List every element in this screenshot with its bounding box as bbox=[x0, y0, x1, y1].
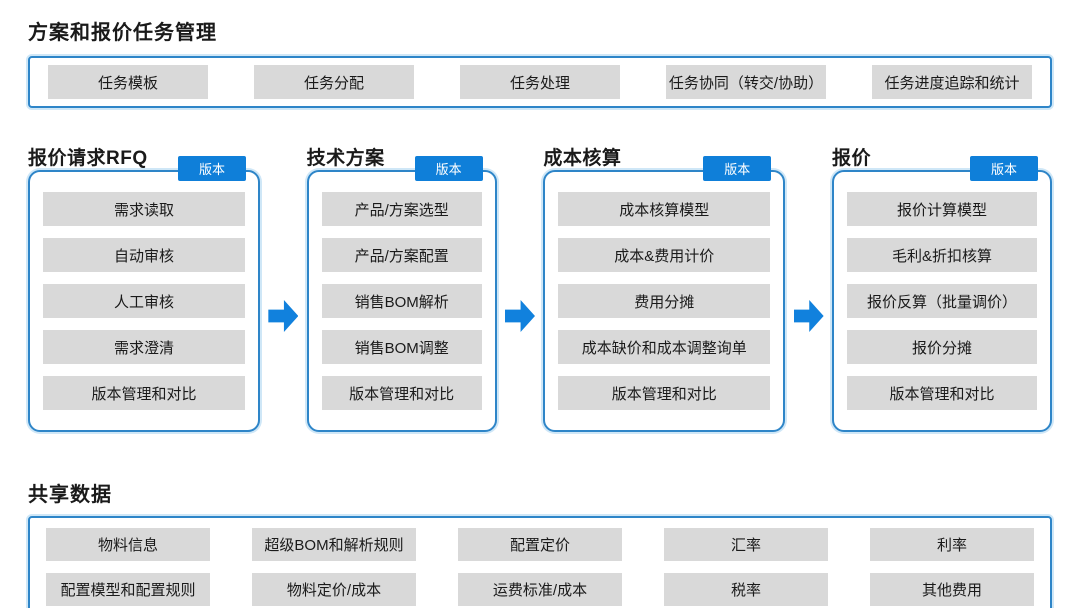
column-body: 报价计算模型 毛利&折扣核算 报价反算（批量调价） 报价分摊 版本管理和对比 bbox=[831, 170, 1052, 432]
task-management-container: 任务模板 任务分配 任务处理 任务协同（转交/协助） 任务进度追踪和统计 bbox=[28, 56, 1052, 108]
shared-data-item: 配置模型和配置规则 bbox=[46, 573, 210, 606]
feature-item: 销售BOM调整 bbox=[321, 330, 482, 364]
shared-data-item: 利率 bbox=[870, 528, 1034, 561]
column-technical-solution: 技术方案 版本 产品/方案选型 产品/方案配置 销售BOM解析 销售BOM调整 … bbox=[306, 140, 497, 432]
column-body: 成本核算模型 成本&费用计价 费用分摊 成本缺价和成本调整询单 版本管理和对比 bbox=[543, 170, 786, 432]
shared-data-item: 汇率 bbox=[664, 528, 828, 561]
task-item: 任务进度追踪和统计 bbox=[872, 65, 1032, 99]
column-header: 报价 版本 bbox=[831, 140, 1052, 181]
feature-item: 报价分摊 bbox=[846, 330, 1037, 364]
column-title: 报价 bbox=[831, 148, 871, 169]
feature-item: 费用分摊 bbox=[558, 284, 771, 318]
feature-item: 产品/方案选型 bbox=[321, 192, 482, 226]
feature-item: 成本缺价和成本调整询单 bbox=[558, 330, 771, 364]
column-header: 成本核算 版本 bbox=[543, 140, 785, 181]
column-quotation: 报价 版本 报价计算模型 毛利&折扣核算 报价反算（批量调价） 报价分摊 版本管… bbox=[831, 140, 1052, 432]
feature-item: 需求澄清 bbox=[43, 330, 245, 364]
task-management-title: 方案和报价任务管理 bbox=[28, 22, 217, 44]
column-title: 成本核算 bbox=[543, 148, 622, 169]
column-rfq: 报价请求RFQ 版本 需求读取 自动审核 人工审核 需求澄清 版本管理和对比 bbox=[28, 140, 260, 432]
column-header: 报价请求RFQ 版本 bbox=[28, 140, 260, 181]
flow-arrow-slot bbox=[268, 140, 299, 462]
shared-data-item: 运费标准/成本 bbox=[458, 573, 622, 606]
feature-item: 人工审核 bbox=[43, 284, 245, 318]
right-arrow-icon bbox=[504, 300, 535, 332]
version-badge: 版本 bbox=[178, 156, 246, 181]
feature-item: 版本管理和对比 bbox=[43, 376, 245, 410]
shared-data-item: 物料信息 bbox=[46, 528, 210, 561]
column-title: 报价请求RFQ bbox=[28, 148, 148, 169]
feature-item: 版本管理和对比 bbox=[558, 376, 771, 410]
shared-data-item: 税率 bbox=[664, 573, 828, 606]
version-badge: 版本 bbox=[969, 156, 1038, 181]
feature-item: 毛利&折扣核算 bbox=[846, 238, 1037, 272]
feature-item: 自动审核 bbox=[43, 238, 245, 272]
task-item: 任务模板 bbox=[48, 65, 208, 99]
flow-arrow-slot bbox=[504, 140, 535, 462]
shared-data-item: 配置定价 bbox=[458, 528, 622, 561]
feature-item: 销售BOM解析 bbox=[321, 284, 482, 318]
shared-data-item: 物料定价/成本 bbox=[252, 573, 416, 606]
task-item: 任务分配 bbox=[254, 65, 414, 99]
shared-data-item: 超级BOM和解析规则 bbox=[252, 528, 416, 561]
shared-data-item: 其他费用 bbox=[870, 573, 1034, 606]
right-arrow-icon bbox=[793, 300, 824, 332]
feature-item: 版本管理和对比 bbox=[846, 376, 1037, 410]
flow-arrow-slot bbox=[793, 140, 824, 462]
feature-item: 需求读取 bbox=[43, 192, 245, 226]
feature-item: 成本核算模型 bbox=[558, 192, 771, 226]
feature-item: 成本&费用计价 bbox=[558, 238, 771, 272]
column-body: 产品/方案选型 产品/方案配置 销售BOM解析 销售BOM调整 版本管理和对比 bbox=[306, 170, 497, 432]
shared-data-title: 共享数据 bbox=[28, 484, 112, 506]
feature-item: 报价反算（批量调价） bbox=[846, 284, 1037, 318]
version-badge: 版本 bbox=[414, 156, 483, 181]
column-title: 技术方案 bbox=[306, 148, 385, 169]
column-body: 需求读取 自动审核 人工审核 需求澄清 版本管理和对比 bbox=[28, 170, 260, 432]
feature-item: 版本管理和对比 bbox=[321, 376, 482, 410]
version-badge: 版本 bbox=[703, 156, 772, 181]
process-flow: 报价请求RFQ 版本 需求读取 自动审核 人工审核 需求澄清 版本管理和对比 技… bbox=[28, 140, 1052, 462]
column-cost-accounting: 成本核算 版本 成本核算模型 成本&费用计价 费用分摊 成本缺价和成本调整询单 … bbox=[543, 140, 786, 432]
column-header: 技术方案 版本 bbox=[306, 140, 497, 181]
shared-data-container: 物料信息 超级BOM和解析规则 配置定价 汇率 利率 配置模型和配置规则 物料定… bbox=[28, 516, 1052, 608]
task-item: 任务协同（转交/协助） bbox=[666, 65, 826, 99]
feature-item: 产品/方案配置 bbox=[321, 238, 482, 272]
feature-item: 报价计算模型 bbox=[846, 192, 1037, 226]
task-item: 任务处理 bbox=[460, 65, 620, 99]
right-arrow-icon bbox=[268, 300, 299, 332]
